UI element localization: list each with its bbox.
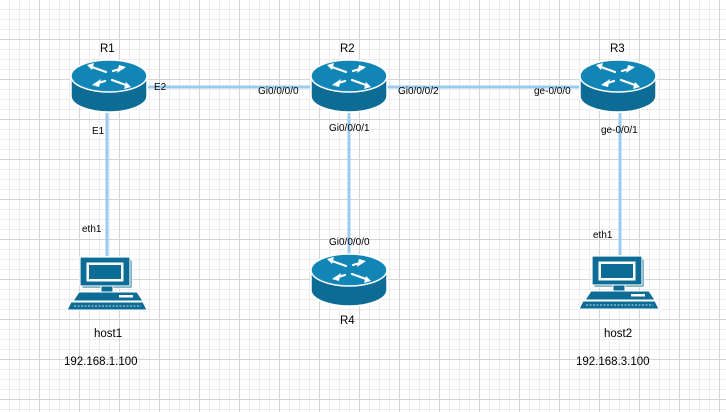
router-name-r1: R1 xyxy=(100,43,115,55)
desktop-computer-icon[interactable] xyxy=(66,256,148,311)
interface-label-host2-eth1: eth1 xyxy=(593,230,613,241)
interface-label-host1-eth1: eth1 xyxy=(82,224,102,235)
interface-label-r4-gi000: Gi0/0/0/0 xyxy=(329,237,370,248)
router-name-r2: R2 xyxy=(340,43,355,55)
links xyxy=(105,85,622,258)
interface-label-r2-gi002: Gi0/0/0/2 xyxy=(398,86,439,97)
interface-label-r1-e2: E2 xyxy=(154,82,167,93)
desktop-computer-icon[interactable] xyxy=(578,255,660,310)
router-name-r4: R4 xyxy=(340,315,355,327)
router-icon[interactable] xyxy=(309,252,389,308)
router-icon[interactable] xyxy=(69,58,149,114)
host-name-host2: host2 xyxy=(604,328,633,340)
host-ip-host1: 192.168.1.100 xyxy=(64,356,138,368)
interface-label-r1-e1: E1 xyxy=(92,126,105,137)
host-name-host1: host1 xyxy=(94,328,123,340)
router-icon[interactable] xyxy=(309,58,389,114)
router-icon[interactable] xyxy=(578,58,658,114)
host-ip-host2: 192.168.3.100 xyxy=(576,356,650,368)
interface-label-r2-gi001: Gi0/0/0/1 xyxy=(329,123,370,134)
router-name-r3: R3 xyxy=(610,43,625,55)
interface-label-r2-gi000: Gi0/0/0/0 xyxy=(258,86,299,97)
interface-label-r3-ge001: ge-0/0/1 xyxy=(601,125,638,136)
interface-label-r3-ge000: ge-0/0/0 xyxy=(534,86,571,97)
